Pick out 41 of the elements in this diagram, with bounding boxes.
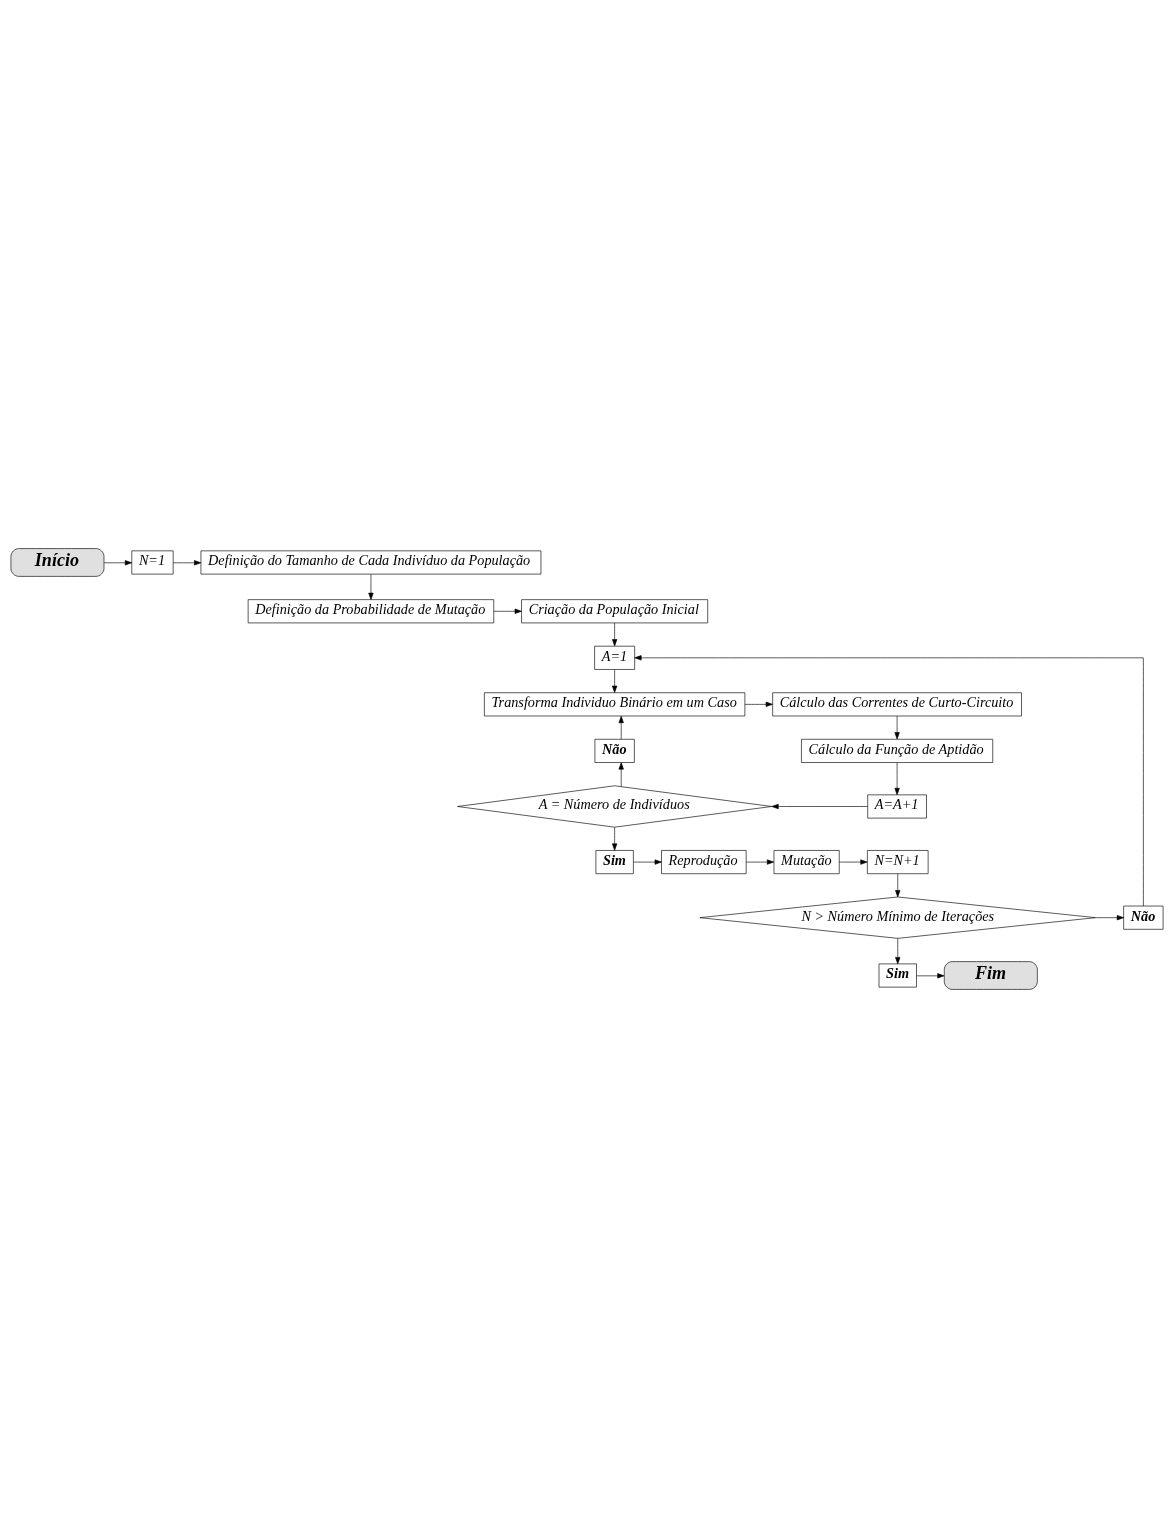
node-box: A=1 — [594, 645, 635, 670]
node-box: Mutação — [773, 850, 840, 875]
node-box: Cálculo da Função de Aptidão — [801, 738, 994, 763]
arrow — [172, 560, 202, 566]
arrow — [612, 669, 618, 693]
node-diamond: A = Número de Indivíduos — [457, 785, 773, 828]
node-box: Fim — [943, 961, 1038, 990]
arrow — [916, 973, 945, 979]
node-box: Criação da População Inicial — [521, 599, 709, 624]
node-box: A=A+1 — [867, 794, 927, 819]
arrow — [612, 622, 618, 647]
arrow — [744, 701, 773, 707]
arrow — [895, 938, 901, 965]
arrow — [894, 762, 900, 796]
arrow — [618, 762, 624, 787]
arrow — [1095, 915, 1124, 921]
arrow — [103, 560, 132, 566]
node-box: Reprodução — [661, 850, 747, 875]
arrow — [894, 715, 900, 740]
arrow — [895, 873, 901, 898]
arrow — [493, 608, 522, 614]
arrow — [633, 859, 662, 865]
node-diamond: N > Número Mínimo de Iterações — [699, 896, 1096, 939]
node-box: Sim — [595, 850, 634, 875]
arrow — [618, 715, 624, 740]
node-box: Definição da Probabilidade de Mutação — [247, 599, 495, 624]
arrow — [612, 826, 618, 851]
node-box: N=N+1 — [867, 850, 929, 875]
arrow — [838, 859, 868, 865]
node-box: Não — [1123, 905, 1164, 930]
node-box: Transforma Individuo Binário em um Caso — [484, 692, 746, 717]
node-box: Início — [10, 548, 105, 577]
arrow — [771, 803, 868, 810]
node-box: N=1 — [131, 550, 174, 575]
arrow — [368, 573, 374, 600]
arrow — [745, 859, 775, 865]
node-box: Cálculo das Correntes de Curto-Circuito — [772, 692, 1022, 717]
node-box: Não — [594, 738, 635, 763]
node-box: Definição do Tamanho de Cada Indivíduo da População — [200, 550, 542, 575]
node-box: Sim — [878, 963, 917, 988]
arrow — [634, 655, 1144, 907]
